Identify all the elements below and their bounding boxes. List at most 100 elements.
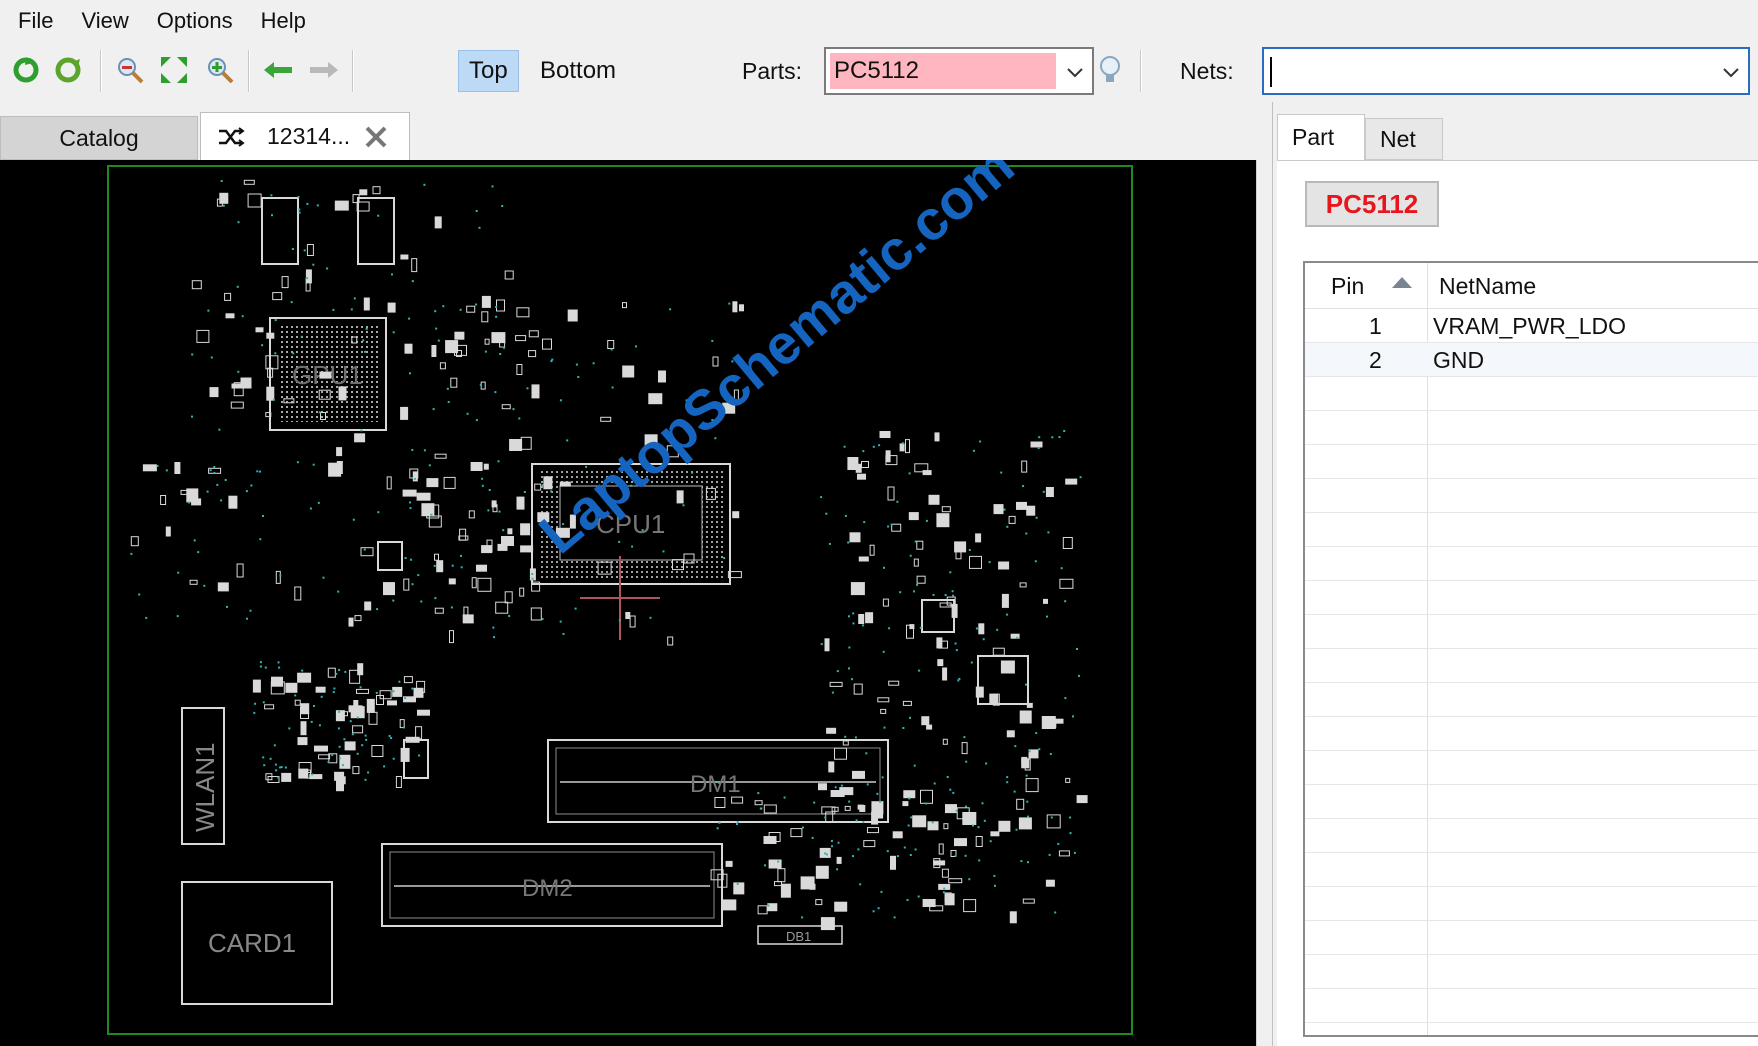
smd-part[interactable] (434, 216, 442, 229)
smd-part[interactable] (763, 836, 777, 844)
smd-part[interactable] (768, 832, 781, 842)
smd-part[interactable] (1025, 778, 1039, 793)
smd-part[interactable] (1021, 758, 1030, 769)
smd-part[interactable] (459, 528, 467, 541)
smd-part[interactable] (486, 539, 493, 553)
table-row[interactable]: 1 VRAM_PWR_LDO (1305, 309, 1758, 343)
smd-part[interactable] (400, 406, 409, 420)
smd-part[interactable] (943, 823, 949, 830)
smd-part[interactable] (1019, 710, 1032, 724)
smd-part[interactable] (402, 489, 417, 497)
smd-part[interactable] (225, 313, 235, 319)
smd-part[interactable] (821, 806, 836, 815)
smd-part[interactable] (710, 869, 724, 881)
parts-value[interactable]: PC5112 (830, 53, 1056, 89)
zoom-in-icon[interactable] (202, 52, 238, 88)
smd-part[interactable] (1043, 598, 1048, 604)
smd-part[interactable] (815, 865, 829, 879)
smd-part[interactable] (224, 292, 232, 301)
smd-part[interactable] (909, 624, 915, 630)
smd-part[interactable] (829, 681, 843, 687)
smd-part[interactable] (956, 807, 970, 820)
smd-part[interactable] (969, 555, 982, 569)
smd-part[interactable] (264, 704, 275, 710)
smd-part[interactable] (196, 329, 210, 343)
smd-part[interactable] (335, 710, 345, 722)
smd-part[interactable] (318, 754, 331, 760)
smd-part[interactable] (676, 490, 684, 504)
smd-part[interactable] (366, 698, 375, 713)
back-arrow-icon[interactable] (260, 52, 296, 88)
smd-part[interactable] (297, 737, 308, 746)
top-side-button[interactable]: Top (458, 50, 519, 92)
smd-part[interactable] (597, 561, 612, 575)
smd-part[interactable] (443, 476, 456, 489)
tab-catalog[interactable]: Catalog (0, 116, 198, 160)
smd-part[interactable] (439, 362, 446, 370)
chevron-down-icon[interactable] (1722, 63, 1740, 81)
rotate-green-icon[interactable] (50, 52, 86, 88)
smd-part[interactable] (428, 515, 442, 528)
smd-part[interactable] (908, 512, 919, 521)
smd-part[interactable] (480, 381, 486, 390)
smd-part[interactable] (857, 804, 864, 810)
tab-part[interactable]: Part (1277, 114, 1365, 160)
smd-part[interactable] (754, 800, 763, 806)
smd-part[interactable] (450, 377, 458, 388)
pin-net-table[interactable]: Pin NetName 1 VRAM_PWR_LDO 2 GND (1303, 261, 1758, 1037)
smd-part[interactable] (1026, 505, 1036, 516)
smd-part[interactable] (537, 512, 550, 523)
menu-options[interactable]: Options (156, 8, 233, 33)
smd-part[interactable] (142, 464, 157, 472)
smd-part[interactable] (471, 577, 477, 589)
smd-part[interactable] (404, 343, 413, 354)
smd-part[interactable] (504, 270, 514, 280)
smd-part[interactable] (944, 893, 955, 906)
smd-part[interactable] (763, 804, 777, 814)
smd-part[interactable] (672, 559, 684, 571)
smd-part[interactable] (456, 350, 462, 357)
smd-part[interactable] (712, 356, 719, 367)
smd-part[interactable] (315, 686, 326, 693)
smd-part[interactable] (233, 382, 244, 397)
smd-part[interactable] (189, 579, 198, 585)
chevron-down-icon[interactable] (1066, 63, 1084, 81)
smd-part[interactable] (705, 487, 716, 500)
smd-part[interactable] (1046, 814, 1061, 829)
smd-part[interactable] (352, 766, 360, 775)
smd-part[interactable] (520, 436, 532, 450)
smd-part[interactable] (951, 603, 958, 618)
smd-part[interactable] (230, 401, 244, 409)
smd-part[interactable] (338, 386, 347, 401)
smd-part[interactable] (975, 836, 983, 847)
smd-part[interactable] (360, 547, 374, 557)
smd-part[interactable] (880, 708, 887, 714)
smd-part[interactable] (516, 307, 530, 318)
smd-part[interactable] (942, 738, 948, 745)
smd-part[interactable] (520, 545, 534, 553)
smd-part[interactable] (314, 745, 328, 752)
smd-part[interactable] (395, 776, 402, 788)
smd-part[interactable] (877, 697, 890, 703)
smd-part[interactable] (300, 721, 307, 736)
smd-part[interactable] (768, 859, 782, 869)
smd-part[interactable] (491, 500, 497, 508)
smd-part[interactable] (372, 186, 381, 195)
smd-part[interactable] (336, 447, 343, 457)
smd-part[interactable] (516, 496, 525, 510)
smd-part[interactable] (922, 470, 932, 476)
smd-part[interactable] (942, 667, 948, 681)
smd-part[interactable] (306, 244, 314, 256)
smd-part[interactable] (937, 659, 944, 667)
smd-part[interactable] (899, 443, 905, 452)
smd-part[interactable] (1006, 730, 1015, 738)
smd-part[interactable] (400, 747, 410, 762)
smd-part[interactable] (600, 416, 612, 422)
smd-part[interactable] (528, 330, 539, 338)
db1-component[interactable]: DB1 (757, 925, 843, 945)
smd-part[interactable] (992, 693, 1000, 706)
smd-part[interactable] (265, 355, 279, 370)
smd-part[interactable] (1021, 460, 1028, 473)
smd-part[interactable] (491, 332, 506, 344)
smd-part[interactable] (857, 473, 866, 480)
